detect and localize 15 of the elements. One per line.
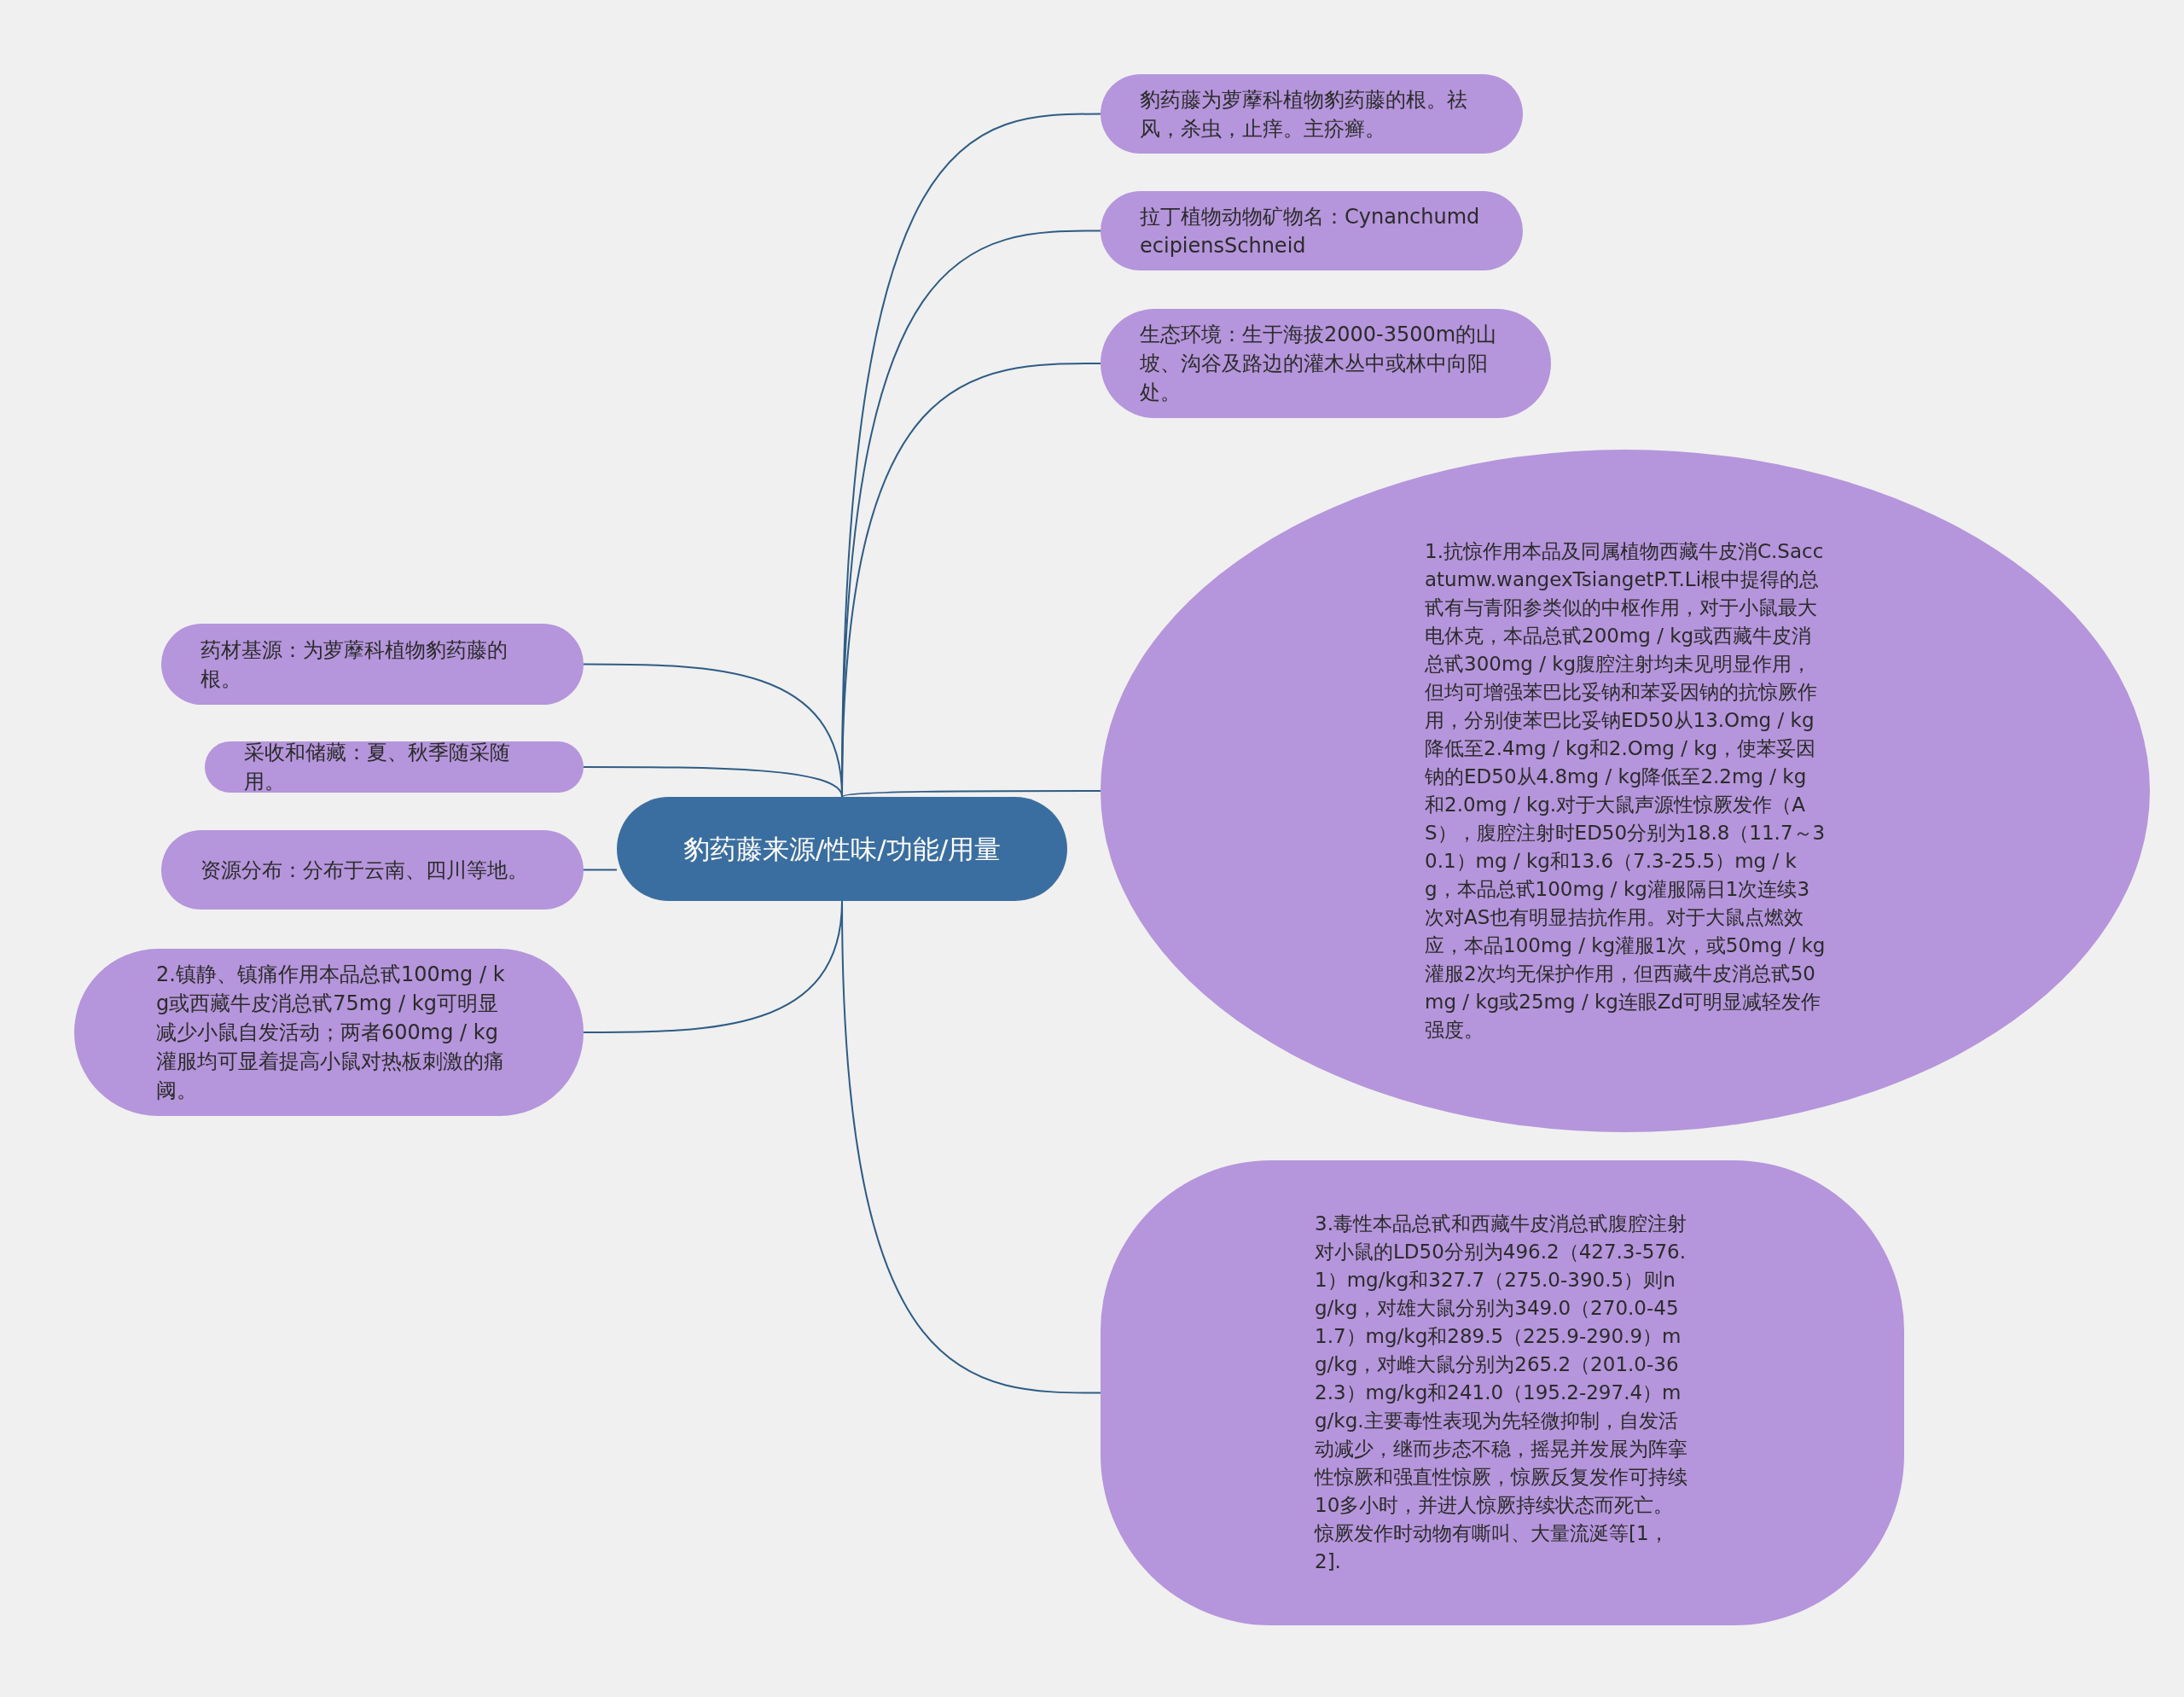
- connector-line: [583, 900, 843, 1033]
- topic-text: 采收和储藏：夏、秋季随采随用。: [244, 740, 511, 795]
- topic-text: 2.镇静、镇痛作用本品总甙100mg / kg或西藏牛皮消总甙75mg / kg可明显减少小鼠自发活动；两者600mg / kg灌服均可显着提高小鼠对热板刺激的痛阈。: [156, 962, 506, 1104]
- topic-text: 生态环境：生于海拔2000-3500m的山坡、沟谷及路边的灌木丛中或林中向阳处。: [1140, 322, 1498, 406]
- topic-text: 3.毒性本品总甙和西藏牛皮消总甙腹腔注射对小鼠的LD50分别为496.2（427.3-576.1）mg/kg和327.7（275.0-390.5）则ng/kg，对雄大鼠分别为349.0（270.0-451.7）mg/kg和289.5（225.9-290.9）mg/kg，对雌大鼠分别为265.2（201.0-362.3）mg/kg和241.0（195.2-297.4）mg/kg.主要毒性表现为先轻微抑制，自发活动减少，继而步态不稳，摇晃并发展为阵挛性惊厥和强直性惊厥，惊厥反复发作可持续10多小时，并进人惊厥持续状态而死亡。惊厥发作时动物有嘶叫、大量流涎等[1，2].: [1315, 1212, 1688, 1574]
- topic-text: 1.抗惊作用本品及同属植物西藏牛皮消C.Saccatumw.wangexTsiangetP.T.Li根中提得的总甙有与青阳参类似的中枢作用，对于小鼠最大电休克，本品总甙200mg / kg或西藏牛皮消总甙300mg / kg腹腔注射均未见明显作用，但均可增强苯巴比妥钠和苯妥因钠的抗惊厥作用，分别使苯巴比妥钠ED50从13.Omg / kg降低至2.4mg / kg和2.Omg / kg，使苯妥因钠的ED50从4.8mg / kg降低至2.2mg / kg和2.0mg / kg.对于大鼠声源性惊厥发作（AS），腹腔注射时ED50分别为18.8（11.7～30.1）mg / kg和13.6（7.3-25.5）mg / kg，本品总甙100mg / kg灌服隔日1次连续3次对AS也有明显拮抗作用。对于大鼠点燃效应，本品100mg / kg灌服1次，或50mg / kg灌服2次均无保护作用，但西藏牛皮消总甙50mg / kg或25mg / kg连眼Zd可明显减轻发作强度。: [1425, 539, 1826, 1043]
- connector-line: [841, 790, 1101, 798]
- topic-text: 豹药藤为萝藦科植物豹药藤的根。祛风，杀虫，止痒。主疥癣。: [1140, 86, 1468, 142]
- topic-text: 资源分布：分布于云南、四川等地。: [200, 857, 528, 884]
- topic-bubble: [205, 741, 584, 793]
- topic-text: 豹药藤来源/性味/功能/用量: [682, 833, 1002, 866]
- topic-text: 拉丁植物动物矿物名：CynanchumdecipiensSchneid: [1140, 203, 1481, 259]
- connector-line: [583, 766, 843, 798]
- topic-text: 药材基源：为萝藦科植物豹药藤的根。: [200, 636, 508, 693]
- connector-line: [583, 869, 618, 871]
